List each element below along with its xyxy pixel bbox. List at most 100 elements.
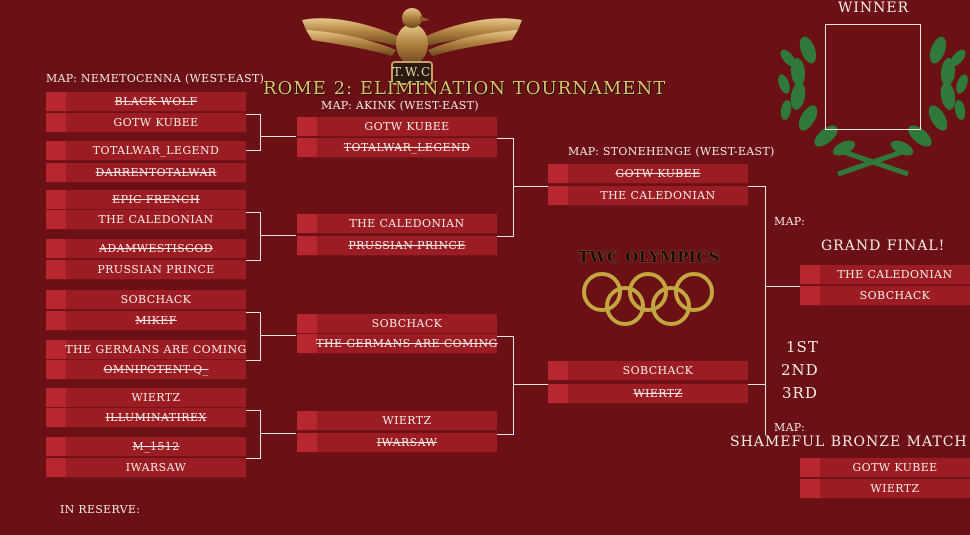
bracket-connector <box>765 286 801 287</box>
player-name: GOTW KUBEE <box>615 167 701 180</box>
bracket-connector <box>513 336 514 435</box>
player-name: WIERTZ <box>870 482 920 495</box>
round3-slot[interactable]: SOBCHACK <box>548 361 748 381</box>
round3-slot[interactable]: THE CALEDONIAN <box>548 186 748 206</box>
seed-marker <box>297 236 317 255</box>
round2-slot[interactable]: SOBCHACK <box>297 314 497 334</box>
round1-slot[interactable]: MIKEF <box>46 311 246 331</box>
round1-slot[interactable]: ADAMWESTISGOD <box>46 239 246 259</box>
round1-slot[interactable]: PRUSSIAN PRINCE <box>46 260 246 280</box>
bracket-connector <box>246 458 260 459</box>
seed-marker <box>548 186 568 205</box>
round1-slot[interactable]: M_1512 <box>46 437 246 457</box>
final-slot[interactable]: THE CALEDONIAN <box>800 265 970 285</box>
seed-marker <box>46 260 66 279</box>
seed-marker <box>297 138 317 157</box>
bracket-connector <box>246 114 260 115</box>
bracket-connector <box>260 136 296 137</box>
seed-marker <box>800 265 820 284</box>
round3-slot[interactable]: WIERTZ <box>548 384 748 404</box>
seed-marker <box>800 286 820 305</box>
seed-marker <box>46 437 66 456</box>
player-name: ADAMWESTISGOD <box>99 242 213 255</box>
bracket-connector <box>260 312 261 361</box>
bronze-slot[interactable]: WIERTZ <box>800 479 970 499</box>
round1-map-label: MAP: NEMETOCENNA (WEST-EAST) <box>46 72 265 85</box>
seed-marker <box>46 311 66 330</box>
seed-marker <box>297 214 317 233</box>
seed-marker <box>548 164 568 183</box>
player-name: THE GERMANS ARE COMING <box>65 343 247 356</box>
round1-slot[interactable]: EPIC FRENCH <box>46 190 246 210</box>
round2-map-label: MAP: AKINK (WEST-EAST) <box>321 99 479 112</box>
player-name: THE CALEDONIAN <box>349 217 465 230</box>
round1-slot[interactable]: WIERTZ <box>46 388 246 408</box>
seed-marker <box>548 384 568 403</box>
player-name: IWARSAW <box>376 436 438 449</box>
placing-first: 1ST <box>786 338 819 356</box>
round1-slot[interactable]: ILLUMINATIREX <box>46 408 246 428</box>
round2-slot[interactable]: THE GERMANS ARE COMING <box>297 334 497 354</box>
laurel-wreath-icon <box>778 36 968 177</box>
bracket-connector <box>260 433 296 434</box>
round2-slot[interactable]: WIERTZ <box>297 411 497 431</box>
bracket-connector <box>260 212 261 261</box>
seed-marker <box>46 92 66 111</box>
round2-slot[interactable]: PRUSSIAN PRINCE <box>297 236 497 256</box>
round1-slot[interactable]: OMNIPOTENT-Q_ <box>46 360 246 380</box>
bronze-title: SHAMEFUL BRONZE MATCH <box>730 434 968 450</box>
seed-marker <box>46 141 66 160</box>
seed-marker <box>548 361 568 380</box>
round3-slot[interactable]: GOTW KUBEE <box>548 164 748 184</box>
player-name: ILLUMINATIREX <box>105 411 207 424</box>
player-name: SOBCHACK <box>120 293 192 306</box>
round1-slot[interactable]: IWARSAW <box>46 458 246 478</box>
round1-slot[interactable]: DARRENTOTALWAR <box>46 163 246 183</box>
player-name: IWARSAW <box>125 461 187 474</box>
seed-marker <box>46 340 66 359</box>
player-name: TOTALWAR_LEGEND <box>92 144 220 157</box>
bracket-connector <box>246 410 260 411</box>
player-name: THE CALEDONIAN <box>837 268 953 281</box>
player-name: EPIC FRENCH <box>112 193 200 206</box>
bracket-connector <box>513 138 514 237</box>
bracket-connector <box>246 212 260 213</box>
bracket-connector <box>246 260 260 261</box>
logo-text: T.W.C <box>392 65 432 79</box>
round1-slot[interactable]: SOBCHACK <box>46 290 246 310</box>
seed-marker <box>297 433 317 452</box>
bracket-connector <box>260 114 261 151</box>
player-name: THE CALEDONIAN <box>600 189 716 202</box>
winner-box <box>825 24 921 130</box>
round1-slot[interactable]: BLACK WOLF <box>46 92 246 112</box>
player-name: GOTW KUBEE <box>364 120 450 133</box>
round1-slot[interactable]: THE GERMANS ARE COMING <box>46 340 246 360</box>
player-name: DARRENTOTALWAR <box>95 166 217 179</box>
seed-marker <box>800 479 820 498</box>
seed-marker <box>297 334 317 353</box>
bracket-connector <box>513 384 548 385</box>
bracket-connector <box>260 410 261 459</box>
round2-slot[interactable]: TOTALWAR_LEGEND <box>297 138 497 158</box>
bracket-connector <box>513 186 548 187</box>
winner-label: WINNER <box>838 0 910 16</box>
seed-marker <box>46 290 66 309</box>
round2-slot[interactable]: IWARSAW <box>297 433 497 453</box>
round2-slot[interactable]: GOTW KUBEE <box>297 117 497 137</box>
bracket-connector <box>748 186 765 187</box>
round1-slot[interactable]: TOTALWAR_LEGEND <box>46 141 246 161</box>
seed-marker <box>46 163 66 182</box>
final-slot[interactable]: SOBCHACK <box>800 286 970 306</box>
round1-slot[interactable]: GOTW KUBEE <box>46 113 246 133</box>
final-title: GRAND FINAL! <box>821 238 946 254</box>
tournament-title: ROME 2: ELIMINATION TOURNAMENT <box>263 78 667 99</box>
olympic-rings-icon <box>582 272 714 326</box>
round2-slot[interactable]: THE CALEDONIAN <box>297 214 497 234</box>
placing-second: 2ND <box>781 361 819 379</box>
seed-marker <box>46 190 66 209</box>
player-name: WIERTZ <box>131 391 181 404</box>
seed-marker <box>297 411 317 430</box>
final-map-label: MAP: <box>774 215 806 228</box>
round1-slot[interactable]: THE CALEDONIAN <box>46 210 246 230</box>
bronze-slot[interactable]: GOTW KUBEE <box>800 458 970 478</box>
